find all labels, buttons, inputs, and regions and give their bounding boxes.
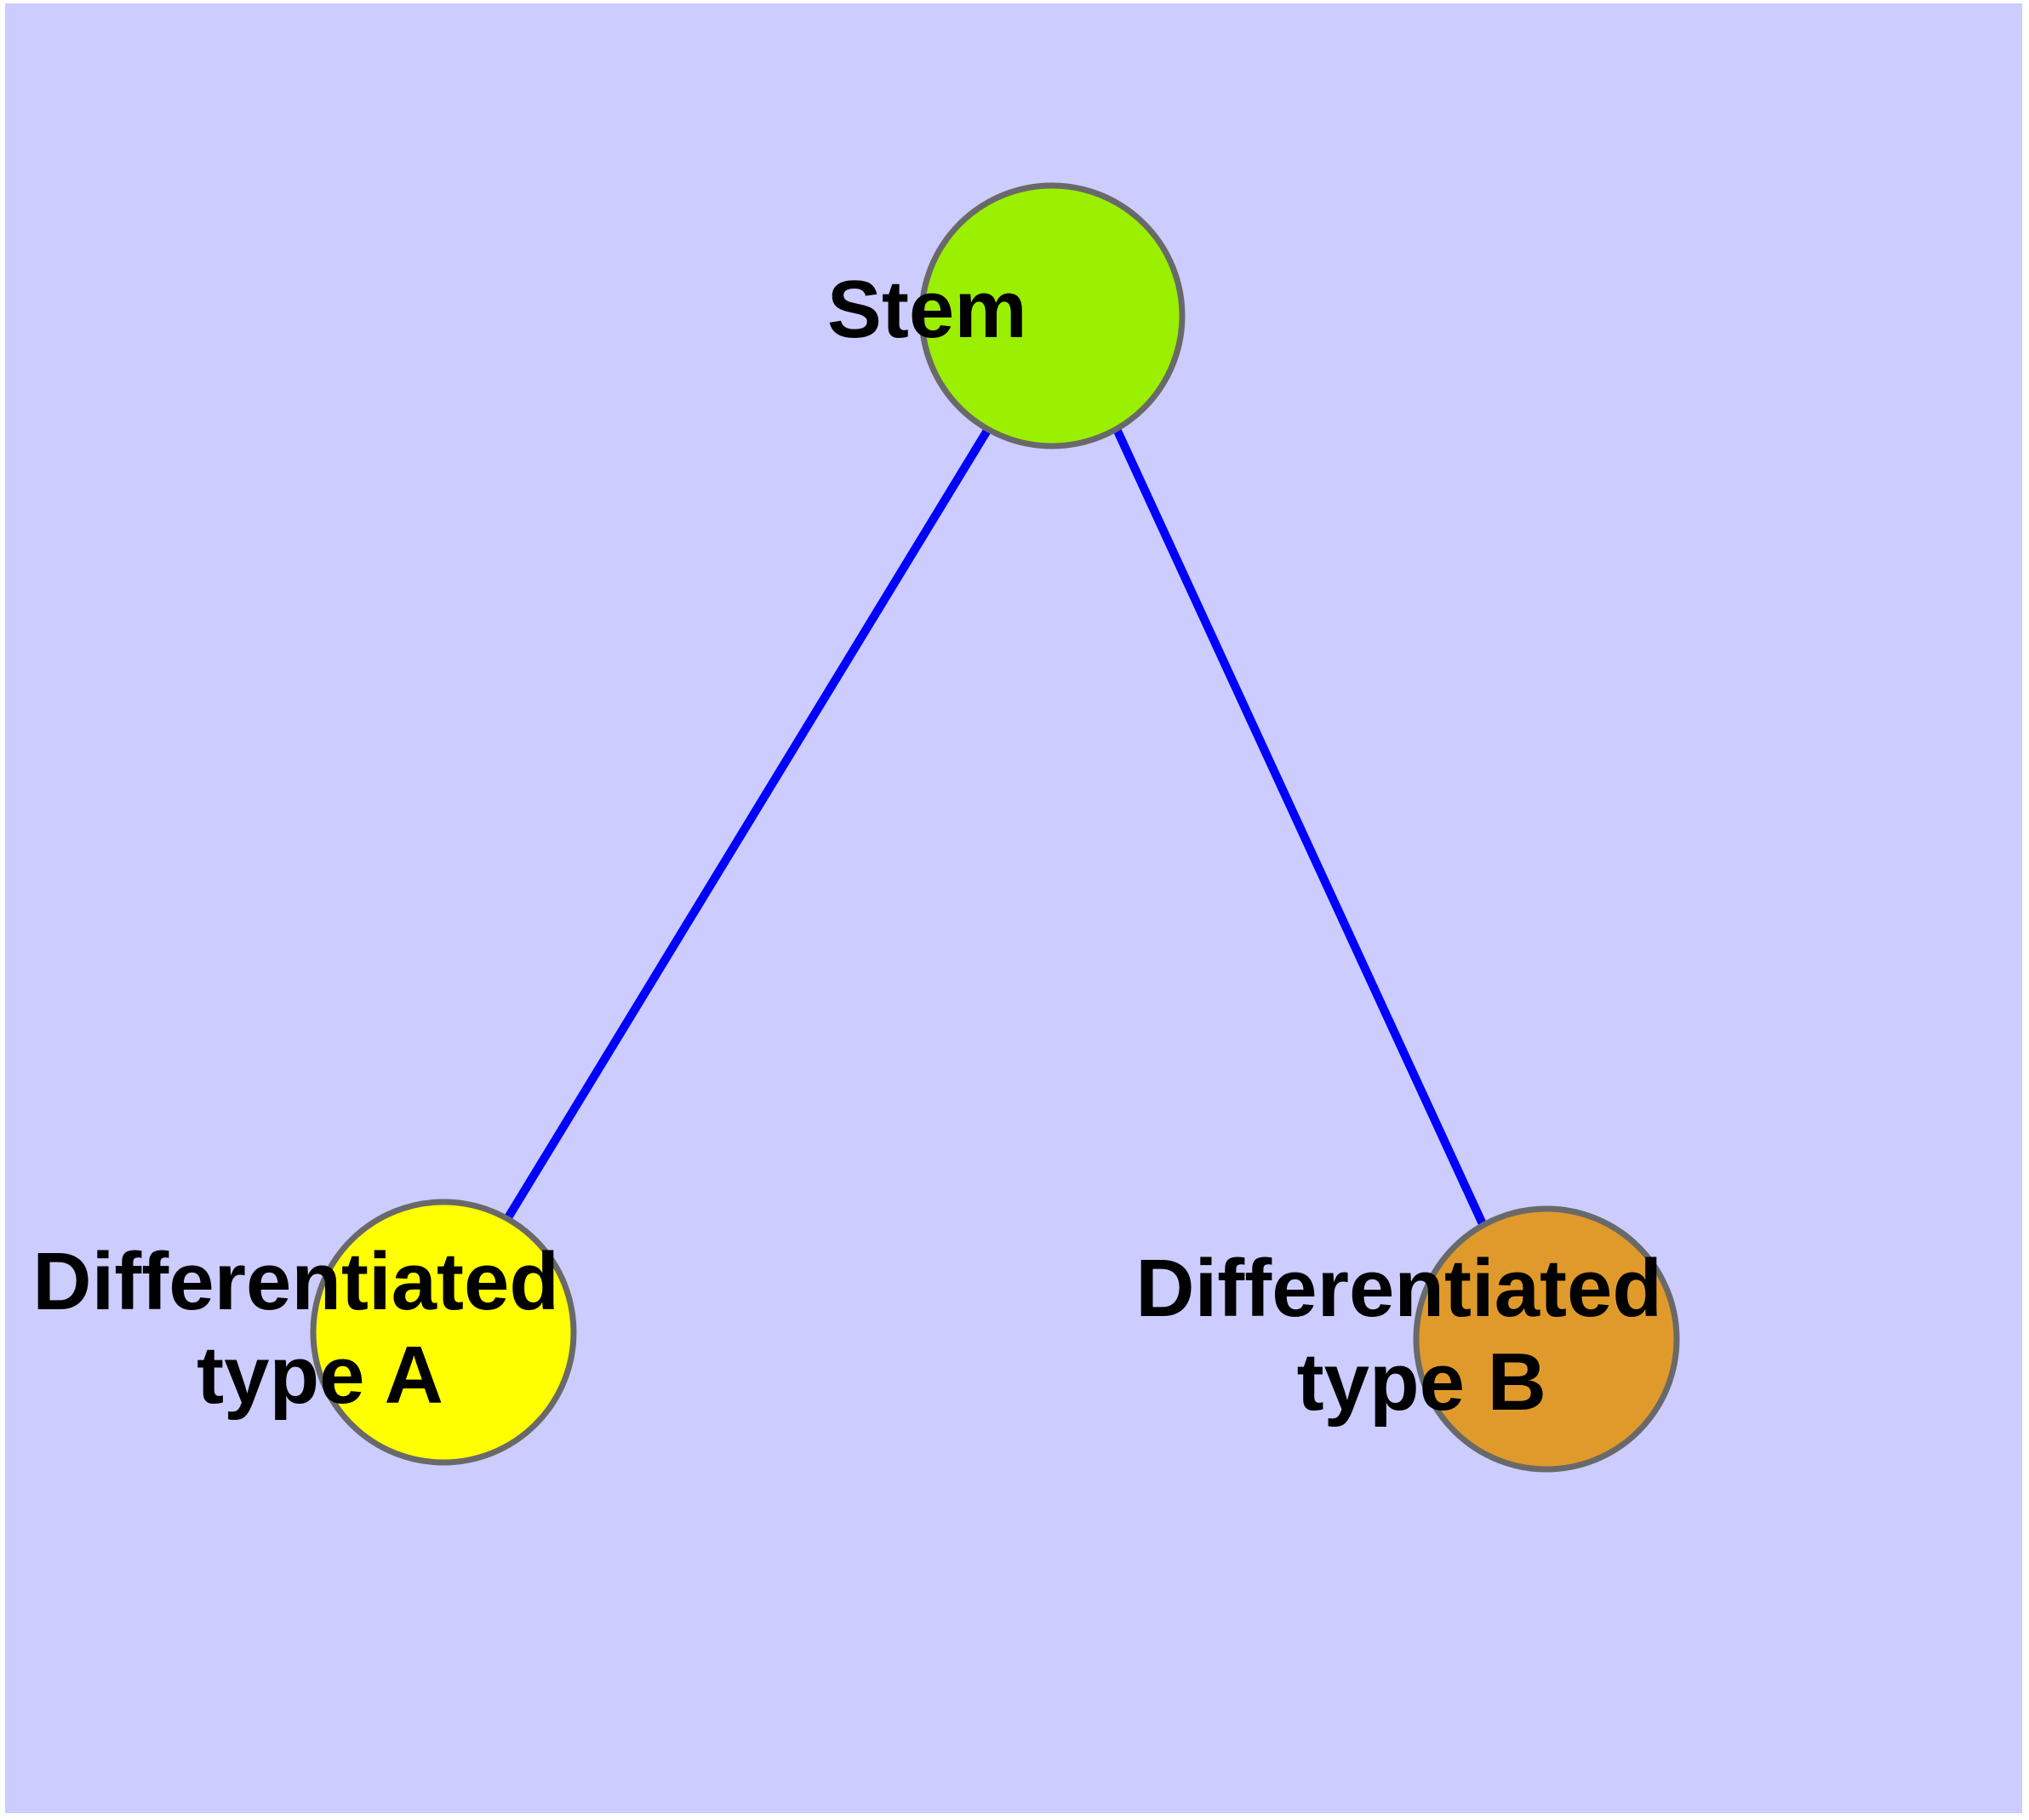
- node-differentiated-type-b-label-line-1: Differentiated: [1135, 1243, 1662, 1334]
- node-differentiated-type-b-circle[interactable]: [1413, 1205, 1680, 1473]
- graph-svg: Stem Differentiated type A Differentiate…: [32, 182, 1957, 1473]
- node-stem-circle[interactable]: [918, 182, 1186, 449]
- node-stem[interactable]: Stem: [827, 182, 1277, 449]
- node-stem-label-line-1: Stem: [827, 264, 1027, 355]
- node-differentiated-type-a-label-line-2: type A: [197, 1330, 442, 1421]
- node-differentiated-type-a[interactable]: Differentiated type A: [32, 1199, 854, 1466]
- node-stem-label: Stem: [827, 264, 1277, 355]
- node-differentiated-type-b[interactable]: Differentiated type B: [1135, 1205, 1957, 1473]
- node-differentiated-type-a-circle[interactable]: [310, 1199, 577, 1466]
- node-differentiated-type-a-label: Differentiated type A: [32, 1236, 854, 1421]
- node-differentiated-type-a-label-line-1: Differentiated: [32, 1236, 559, 1327]
- edge-stem-to-differentiated-type-a[interactable]: [503, 426, 992, 1222]
- node-differentiated-type-b-label-line-2: type B: [1297, 1336, 1546, 1428]
- diagram-plot-area: Stem Differentiated type A Differentiate…: [5, 3, 2022, 1813]
- edge-stem-to-differentiated-type-b[interactable]: [1112, 426, 1488, 1228]
- node-layer: Stem Differentiated type A Differentiate…: [32, 182, 1957, 1473]
- edge-layer: [503, 426, 1488, 1228]
- node-differentiated-type-b-label: Differentiated type B: [1135, 1243, 1957, 1428]
